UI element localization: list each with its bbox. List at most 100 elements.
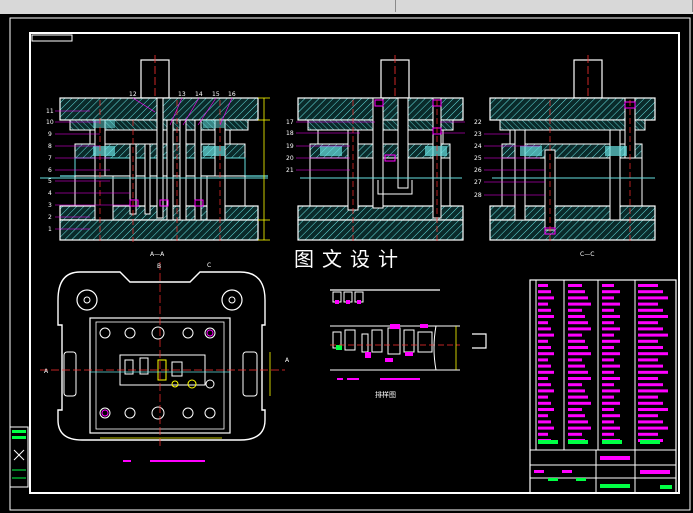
section-label-aa: A—A bbox=[150, 251, 165, 258]
bom-cell bbox=[568, 358, 582, 362]
bom-cell bbox=[568, 296, 588, 300]
bom-cell bbox=[638, 432, 658, 436]
part-number-24: 24 bbox=[474, 143, 482, 150]
bom-cell bbox=[602, 284, 614, 287]
bom-cell bbox=[568, 290, 585, 294]
part-number-8: 8 bbox=[48, 143, 52, 150]
bom-cell bbox=[568, 364, 585, 368]
bom-cell bbox=[602, 401, 620, 405]
bom-cell bbox=[638, 321, 658, 325]
bom-row bbox=[538, 432, 658, 436]
bom-cell bbox=[602, 302, 620, 306]
part-numbers-left: 11 10 9 8 7 6 5 4 3 2 1 bbox=[46, 108, 54, 233]
part-number-23: 23 bbox=[474, 131, 482, 138]
bom-cell bbox=[638, 284, 658, 287]
bom-cell bbox=[538, 333, 554, 337]
bom-cell bbox=[538, 339, 548, 343]
part-number-9: 9 bbox=[48, 131, 52, 138]
bom-cell bbox=[568, 408, 582, 411]
bom-cell bbox=[568, 389, 585, 393]
bom-cell bbox=[638, 414, 658, 418]
bom-cell bbox=[638, 346, 663, 349]
bom-row bbox=[538, 358, 658, 362]
watermark-text: 图文设计 bbox=[294, 247, 406, 271]
bom-cell bbox=[538, 377, 548, 380]
bom-cell bbox=[568, 346, 588, 349]
part-number-25: 25 bbox=[474, 155, 482, 162]
bom-cell bbox=[538, 302, 548, 306]
bom-cell bbox=[568, 432, 582, 436]
side-legend bbox=[9, 426, 29, 488]
bom-cell bbox=[638, 426, 668, 430]
part-number-6: 6 bbox=[48, 167, 52, 174]
part-number-13: 13 bbox=[178, 91, 186, 98]
part-number-21: 21 bbox=[286, 167, 294, 174]
part-number-14: 14 bbox=[195, 91, 203, 98]
bom-cell bbox=[638, 395, 658, 399]
bom-cell bbox=[568, 302, 591, 306]
title-block-cell bbox=[548, 478, 558, 481]
title-block-cell bbox=[576, 478, 586, 481]
bom-cell bbox=[568, 370, 588, 374]
part-number-18: 18 bbox=[286, 130, 294, 137]
bom-cell bbox=[602, 377, 620, 380]
part-number-15: 15 bbox=[212, 91, 220, 98]
part-number-11: 11 bbox=[46, 108, 54, 115]
part-number-1: 1 bbox=[48, 226, 52, 233]
bom-cell bbox=[568, 395, 588, 399]
strip-layout-caption: 排样图 bbox=[375, 390, 396, 399]
top-bar-segment bbox=[0, 0, 396, 12]
bom-cell bbox=[602, 339, 620, 343]
bom-cell bbox=[568, 426, 591, 430]
bom-cell bbox=[538, 426, 554, 430]
bom-cell bbox=[538, 432, 548, 436]
bom-table bbox=[534, 284, 672, 489]
part-numbers-top: 12 13 14 15 16 bbox=[129, 91, 236, 98]
bom-row bbox=[538, 346, 663, 349]
bom-cell bbox=[538, 370, 554, 374]
bom-cell bbox=[568, 321, 588, 325]
bom-cell bbox=[538, 389, 554, 393]
bom-cell bbox=[568, 420, 588, 424]
bom-cell bbox=[638, 364, 663, 368]
bom-cell bbox=[538, 383, 551, 387]
bom-cell bbox=[602, 432, 614, 436]
bom-footer-cell bbox=[640, 440, 660, 444]
bom-row bbox=[538, 401, 663, 405]
bom-cell bbox=[538, 352, 554, 356]
bom-row bbox=[538, 302, 658, 306]
bom-cell bbox=[638, 358, 658, 362]
bom-cell bbox=[538, 420, 551, 424]
bom-cell bbox=[602, 308, 614, 312]
title-block-cell bbox=[600, 484, 630, 488]
bom-cell bbox=[638, 408, 668, 411]
part-number-12: 12 bbox=[129, 91, 137, 98]
bom-row bbox=[538, 377, 658, 380]
bom-cell bbox=[638, 290, 663, 294]
bom-cell bbox=[638, 308, 663, 312]
bom-cell bbox=[602, 370, 614, 374]
part-number-2: 2 bbox=[48, 214, 52, 221]
bom-row bbox=[538, 395, 658, 399]
bom-cell bbox=[638, 401, 663, 405]
bom-row bbox=[538, 420, 663, 424]
bom-cell bbox=[602, 352, 620, 356]
part-number-28: 28 bbox=[474, 192, 482, 199]
bom-row bbox=[538, 352, 668, 356]
bom-cell bbox=[638, 296, 668, 300]
bom-cell bbox=[638, 302, 658, 306]
title-block-cell bbox=[562, 470, 572, 473]
plan-view bbox=[40, 262, 285, 462]
part-number-10: 10 bbox=[46, 119, 54, 126]
bom-cell bbox=[638, 339, 658, 343]
bom-row bbox=[538, 364, 663, 368]
bom-row bbox=[538, 321, 658, 325]
bom-footer-cell bbox=[568, 440, 588, 444]
strip-layout bbox=[330, 289, 487, 380]
bom-cell bbox=[538, 414, 548, 418]
bom-cell bbox=[638, 352, 668, 356]
title-block-cell bbox=[600, 456, 630, 460]
bom-cell bbox=[602, 420, 614, 424]
